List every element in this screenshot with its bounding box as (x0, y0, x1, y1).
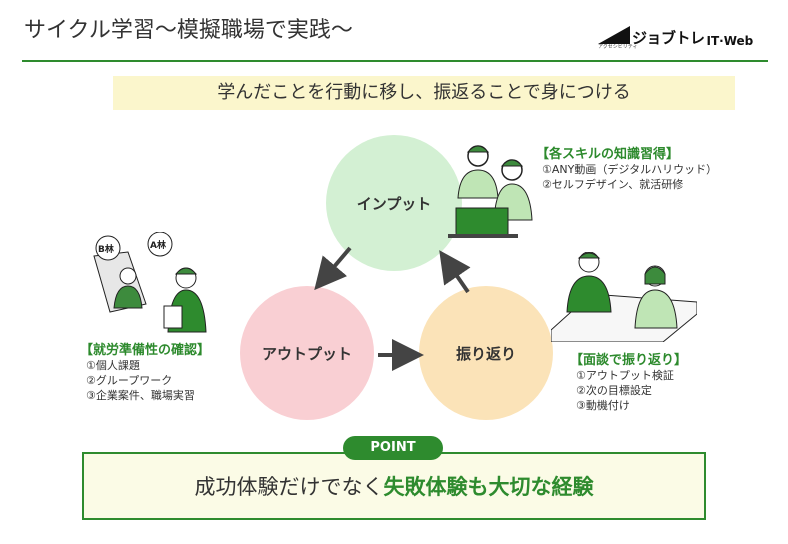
output-box-item: ①個人課題 (86, 359, 140, 372)
arrow-reflect-to-input (439, 250, 471, 294)
input-box: 【各スキルの知識習得】 ①ANY動画（デジタルハリウッド） ②セルフデザイン、就… (536, 143, 717, 192)
output-box-title: 【就労準備性の確認】 (80, 343, 211, 358)
output-box-item: ②グループワーク (86, 374, 173, 387)
logo: アクセシビリティ ジョブトレ IT·Web (598, 20, 754, 50)
bubble-b-label: B林 (98, 243, 115, 255)
output-box-item: ③企業案件、職場実習 (86, 389, 195, 402)
logo-sub-text: アクセシビリティ (598, 44, 638, 50)
input-box-item: ②セルフデザイン、就活研修 (542, 178, 684, 191)
logo-mark-icon (598, 26, 630, 44)
output-box: 【就労準備性の確認】 ①個人課題 ②グループワーク ③企業案件、職場実習 (80, 339, 210, 403)
arrow-input-to-output (314, 246, 352, 291)
input-box-item: ①ANY動画（デジタルハリウッド） (542, 163, 718, 176)
bubble-a-label: A林 (150, 239, 167, 251)
reflect-box: 【面談で振り返り】 ①アウトプット検証 ②次の目標設定 ③動機付け (570, 349, 687, 413)
reflect-box-title: 【面談で振り返り】 (570, 353, 688, 368)
cycle-input-label: インプット (356, 194, 432, 213)
cycle-output-circle: アウトプット (240, 286, 374, 420)
subtitle-banner: 学んだことを行動に移し、振返ることで身につける (113, 76, 735, 110)
point-text-emphasis: 失敗体験も大切な経験 (383, 475, 594, 499)
logo-text: ジョブトレ (632, 29, 705, 47)
title-divider (22, 60, 768, 62)
cycle-output-label: アウトプット (261, 344, 352, 363)
cycle-reflect-circle: 振り返り (419, 286, 553, 420)
study-pair-illustration (448, 145, 533, 238)
cycle-reflect-label: 振り返り (455, 344, 516, 363)
page-title: サイクル学習〜模擬職場で実践〜 (24, 18, 353, 43)
reflect-box-item: ②次の目標設定 (576, 384, 652, 397)
interview-illustration (551, 252, 697, 342)
logo-suffix: IT·Web (706, 34, 754, 48)
reflect-box-item: ①アウトプット検証 (576, 369, 674, 382)
point-box: 成功体験だけでなく失敗体験も大切な経験 (82, 452, 706, 520)
point-text-plain: 成功体験だけでなく (194, 475, 384, 499)
discussion-illustration: B林 A林 (93, 232, 207, 333)
input-box-title: 【各スキルの知識習得】 (536, 147, 680, 162)
point-badge: POINT (343, 436, 443, 460)
reflect-box-item: ③動機付け (576, 399, 630, 412)
